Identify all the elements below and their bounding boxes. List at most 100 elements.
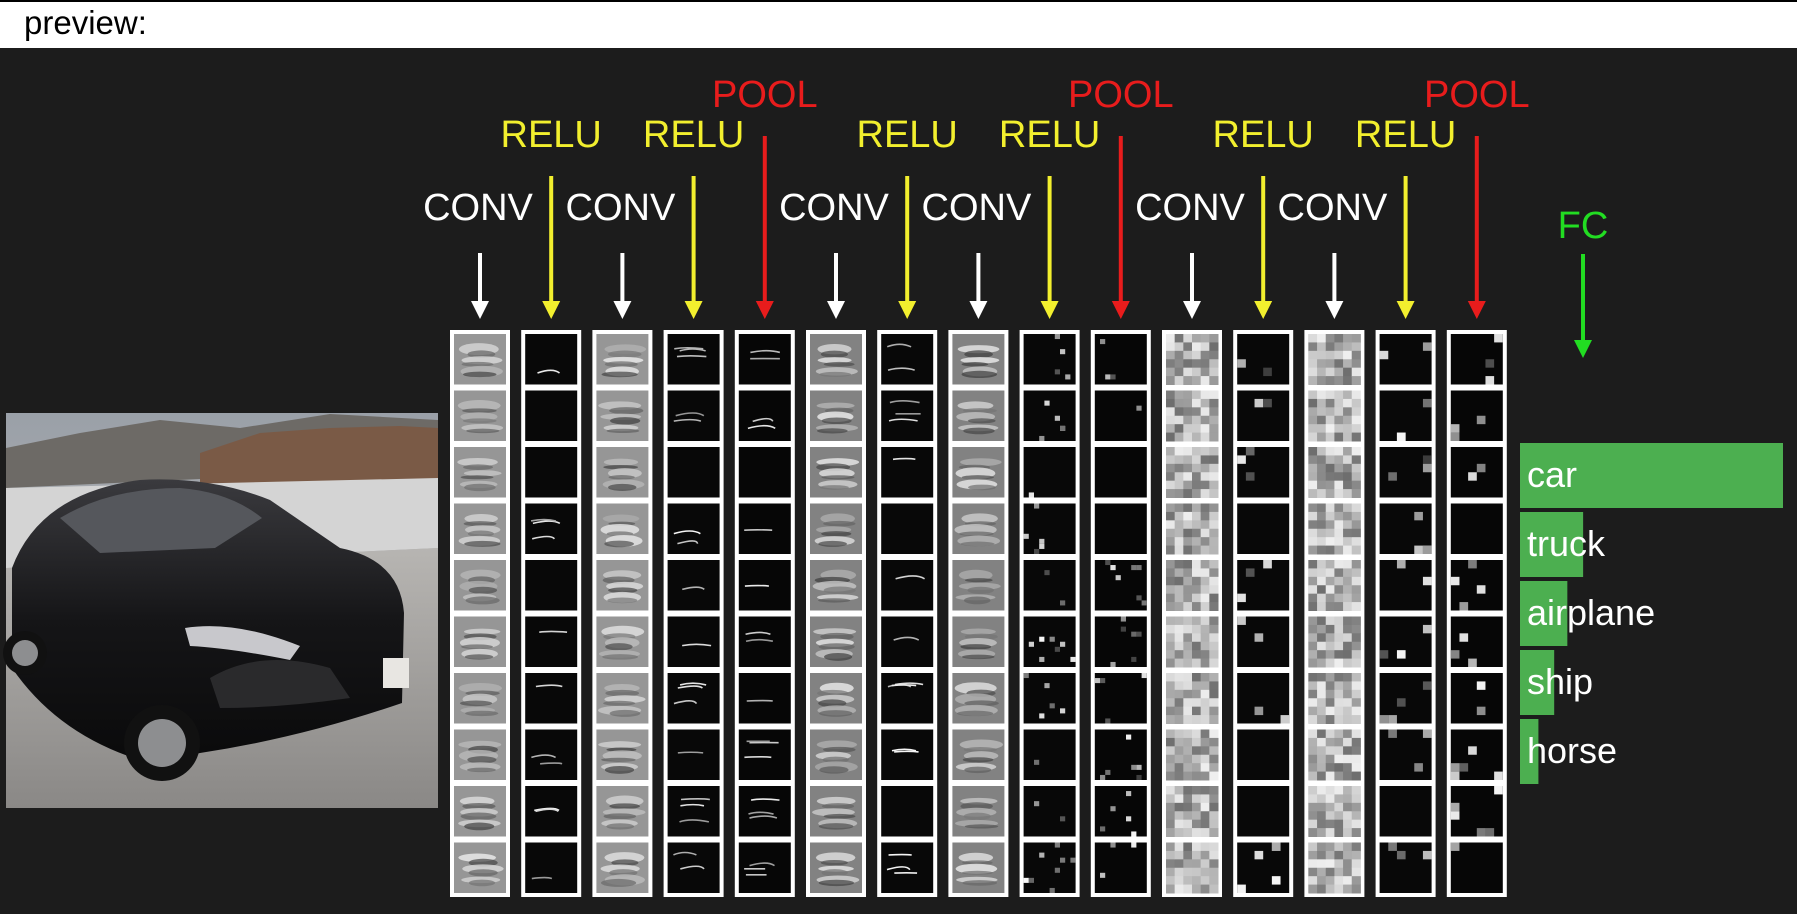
- layer-arrow-conv: [1325, 253, 1344, 319]
- feature-map-column: [1304, 330, 1365, 897]
- feature-map-tile: [738, 447, 791, 498]
- feature-map-column: [806, 330, 866, 897]
- feature-map-tile: [1166, 447, 1219, 498]
- feature-map-column: [592, 330, 653, 897]
- feature-map-tile: [1023, 729, 1076, 780]
- feature-map-tile: [454, 390, 506, 441]
- feature-map-tile: [810, 390, 862, 441]
- feature-map-tile: [1237, 786, 1290, 837]
- feature-map-tile: [881, 560, 934, 611]
- feature-map-tile: [454, 560, 506, 611]
- feature-map-tile: [525, 616, 578, 667]
- feature-map-tile: [1237, 616, 1290, 667]
- prediction-bar: [1520, 581, 1568, 646]
- feature-map-tile: [596, 447, 649, 498]
- feature-map-tile: [525, 786, 578, 837]
- feature-map-tile: [596, 786, 649, 837]
- feature-map-tile: [1023, 786, 1076, 837]
- feature-map-tile: [1308, 334, 1361, 385]
- feature-map-tile: [1308, 447, 1361, 498]
- prediction-horse: horse: [1520, 719, 1617, 784]
- feature-map-tile: [1094, 729, 1147, 780]
- feature-map-tile: [810, 842, 862, 893]
- feature-map-tile: [1237, 842, 1290, 893]
- fc-arrow: [1574, 254, 1592, 358]
- feature-map-tile: [952, 503, 1005, 554]
- feature-map-tile: [454, 673, 506, 724]
- feature-map-tile: [596, 842, 649, 893]
- layer-arrow-relu: [1040, 176, 1059, 319]
- feature-map-tile: [596, 729, 649, 780]
- feature-map-tile: [1450, 616, 1503, 667]
- feature-map-tile: [952, 334, 1005, 385]
- feature-map-column: [663, 330, 724, 897]
- layer-arrow-relu: [1396, 176, 1415, 319]
- feature-map-tile: [1308, 673, 1361, 724]
- layer-arrow-conv: [471, 253, 489, 319]
- feature-map-tile: [1450, 334, 1503, 385]
- prediction-bar: [1520, 512, 1584, 577]
- feature-map-tile: [1308, 616, 1361, 668]
- feature-map-tile: [454, 616, 506, 667]
- prediction-label: truck: [1527, 523, 1606, 564]
- feature-map-tile: [1094, 673, 1147, 724]
- feature-map-tile: [881, 616, 934, 667]
- layer-arrow-conv: [969, 253, 988, 319]
- layer-arrow-conv: [1183, 253, 1201, 319]
- preview-header: preview:: [0, 0, 1797, 47]
- layer-arrow-relu: [542, 176, 561, 319]
- feature-map-tile: [454, 334, 506, 385]
- feature-map-tile: [881, 503, 934, 554]
- feature-map-tile: [525, 673, 578, 724]
- feature-map-tile: [1023, 842, 1076, 893]
- feature-map-tile: [952, 842, 1005, 893]
- prediction-bar: [1520, 719, 1539, 784]
- feature-map-tile: [1308, 786, 1361, 837]
- feature-map-tile: [525, 334, 578, 385]
- layer-arrows: CONVRELUCONVRELUPOOLCONVRELUCONVRELUPOOL…: [423, 74, 1530, 319]
- feature-map-tile: [738, 842, 791, 893]
- feature-map-tile: [738, 560, 791, 611]
- feature-map-tile: [952, 786, 1005, 837]
- feature-map-tile: [881, 334, 934, 385]
- feature-map-tile: [1450, 447, 1503, 498]
- layer-arrow-pool: [1111, 136, 1130, 319]
- feature-map-tile: [810, 729, 862, 780]
- feature-map-tile: [525, 842, 578, 893]
- feature-map-tile: [881, 729, 934, 780]
- feature-map-tile: [667, 786, 720, 837]
- feature-map-column: [1233, 330, 1294, 897]
- feature-map-tile: [667, 447, 720, 498]
- feature-map-tile: [667, 503, 720, 554]
- feature-map-tile: [667, 616, 720, 667]
- layer-label-conv: CONV: [1278, 187, 1388, 229]
- feature-map-tile: [881, 673, 934, 724]
- feature-map-tile: [810, 447, 862, 498]
- feature-map-tile: [1023, 447, 1076, 498]
- layer-label-conv: CONV: [423, 187, 533, 229]
- feature-map-tile: [1379, 390, 1432, 441]
- prediction-bar: [1520, 443, 1783, 508]
- feature-map-tile: [1166, 842, 1219, 894]
- layer-label-conv: CONV: [1135, 187, 1245, 229]
- feature-map-tile: [1379, 842, 1432, 893]
- layer-label-relu: RELU: [857, 114, 958, 156]
- layer-label-relu: RELU: [999, 114, 1100, 156]
- feature-map-column: [1090, 330, 1151, 897]
- feature-map-tile: [1450, 786, 1503, 837]
- feature-map-tile: [1166, 729, 1219, 781]
- feature-map-tile: [1308, 503, 1361, 555]
- layer-label-conv: CONV: [922, 187, 1032, 229]
- feature-map-column: [948, 330, 1009, 897]
- feature-map-tile: [1237, 560, 1290, 611]
- feature-map-tile: [738, 786, 791, 837]
- feature-map-tile: [1166, 786, 1219, 837]
- layer-arrow-pool: [1467, 136, 1486, 319]
- layer-arrow-relu: [1254, 176, 1273, 319]
- feature-map-tile: [1094, 616, 1147, 667]
- feature-map-tile: [1166, 390, 1219, 442]
- feature-map-tile: [1023, 673, 1076, 724]
- feature-map-tile: [667, 673, 720, 724]
- feature-map-tile: [810, 673, 862, 724]
- layer-label-relu: RELU: [643, 114, 744, 156]
